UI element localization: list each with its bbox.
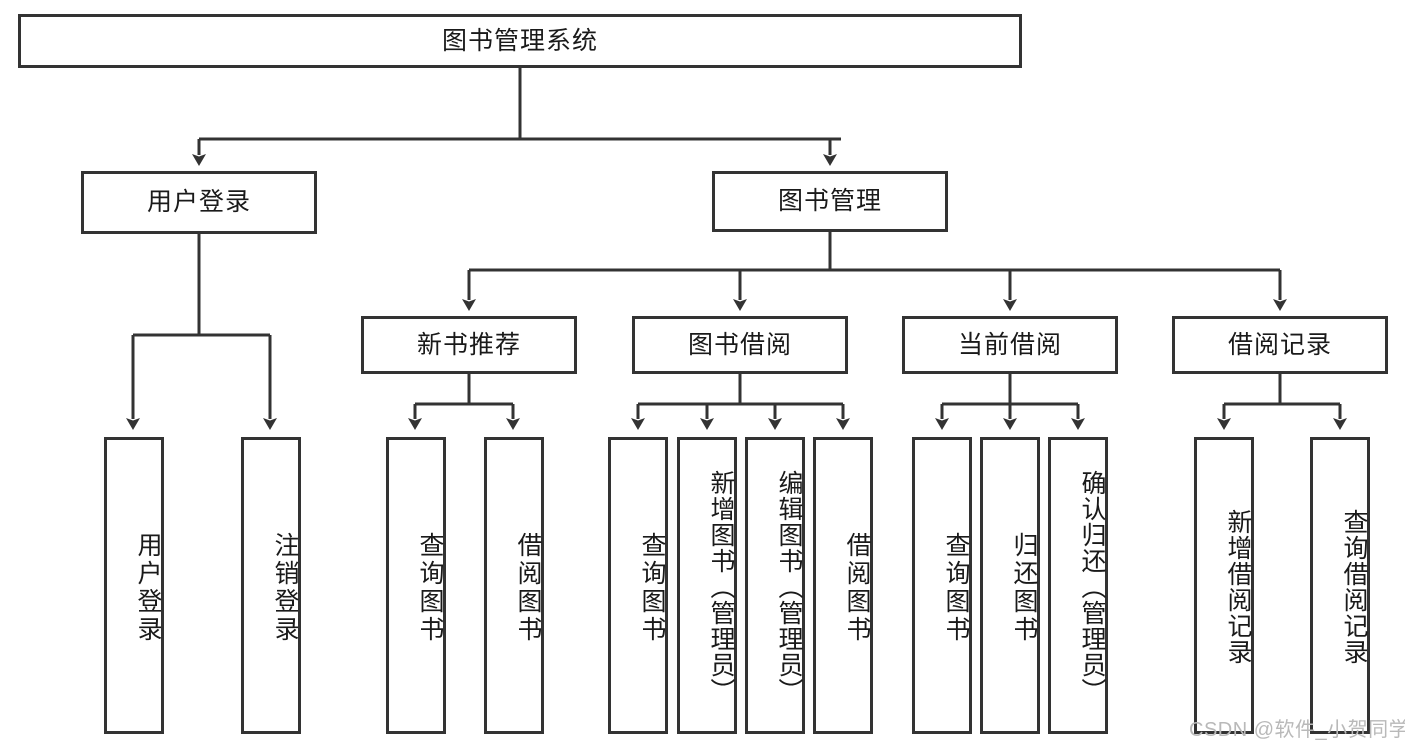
node-current-borrow[interactable]: 当前借阅 bbox=[902, 316, 1118, 374]
node-leaf-query-book-2[interactable]: 查询图书 bbox=[608, 437, 668, 734]
node-book-manage-label: 图书管理 bbox=[777, 187, 882, 215]
node-leaf-borrow-book-1[interactable]: 借阅图书 bbox=[484, 437, 544, 734]
node-leaf-confirm-return-label: 确认归还（管理员） bbox=[1078, 469, 1106, 704]
node-leaf-query-book-1-label: 查询图书 bbox=[416, 531, 444, 644]
node-book-borrow[interactable]: 图书借阅 bbox=[632, 316, 848, 374]
node-leaf-confirm-return[interactable]: 确认归还（管理员） bbox=[1048, 437, 1108, 734]
node-leaf-logout-label: 注销登录 bbox=[271, 531, 299, 644]
node-leaf-add-book[interactable]: 新增图书（管理员） bbox=[677, 437, 737, 734]
node-leaf-borrow-book-2[interactable]: 借阅图书 bbox=[813, 437, 873, 734]
node-book-borrow-label: 图书借阅 bbox=[687, 330, 792, 359]
node-leaf-borrow-book-1-label: 借阅图书 bbox=[514, 531, 542, 644]
node-borrow-record-label: 借阅记录 bbox=[1227, 330, 1332, 359]
node-leaf-return-book-label: 归还图书 bbox=[1010, 531, 1038, 644]
node-borrow-record[interactable]: 借阅记录 bbox=[1172, 316, 1388, 374]
node-leaf-user-login-label: 用户登录 bbox=[134, 531, 162, 644]
node-leaf-logout[interactable]: 注销登录 bbox=[241, 437, 301, 734]
node-user-login[interactable]: 用户登录 bbox=[81, 171, 317, 234]
node-new-book-rec-label: 新书推荐 bbox=[416, 330, 521, 359]
node-book-manage[interactable]: 图书管理 bbox=[712, 171, 948, 232]
node-root-label: 图书管理系统 bbox=[441, 26, 598, 55]
node-leaf-add-record[interactable]: 新增借阅记录 bbox=[1194, 437, 1254, 734]
node-leaf-query-record[interactable]: 查询借阅记录 bbox=[1310, 437, 1370, 734]
node-root[interactable]: 图书管理系统 bbox=[18, 14, 1022, 68]
node-current-borrow-label: 当前借阅 bbox=[957, 330, 1062, 359]
node-leaf-query-book-1[interactable]: 查询图书 bbox=[386, 437, 446, 734]
node-leaf-borrow-book-2-label: 借阅图书 bbox=[843, 531, 871, 644]
node-leaf-query-record-label: 查询借阅记录 bbox=[1340, 508, 1368, 665]
node-leaf-query-book-2-label: 查询图书 bbox=[638, 531, 666, 644]
node-leaf-query-book-3[interactable]: 查询图书 bbox=[912, 437, 972, 734]
node-leaf-add-book-label: 新增图书（管理员） bbox=[707, 469, 735, 704]
node-new-book-rec[interactable]: 新书推荐 bbox=[361, 316, 577, 374]
node-leaf-user-login[interactable]: 用户登录 bbox=[104, 437, 164, 734]
node-leaf-edit-book[interactable]: 编辑图书（管理员） bbox=[745, 437, 805, 734]
node-leaf-edit-book-label: 编辑图书（管理员） bbox=[775, 469, 803, 704]
node-user-login-label: 用户登录 bbox=[146, 188, 251, 216]
node-leaf-add-record-label: 新增借阅记录 bbox=[1224, 508, 1252, 665]
node-leaf-query-book-3-label: 查询图书 bbox=[942, 531, 970, 644]
node-leaf-return-book[interactable]: 归还图书 bbox=[980, 437, 1040, 734]
